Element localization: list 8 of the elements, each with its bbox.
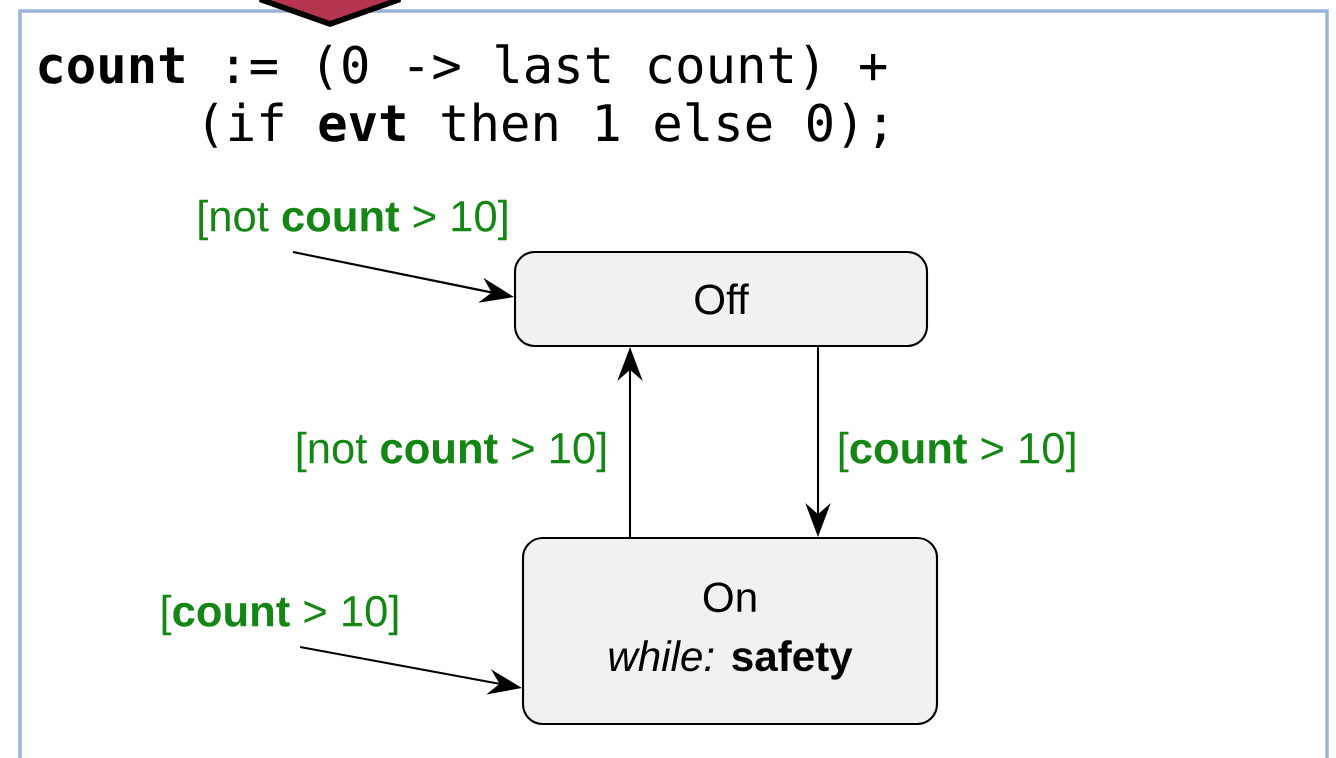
- guard-label: [count > 10]: [162, 594, 398, 636]
- guard-label: [count > 10]: [839, 431, 1075, 473]
- code-line: count := (0 -> last count) +: [39, 44, 887, 90]
- guard-label: [not count > 10]: [199, 199, 507, 241]
- code-line: (if evt then 1 else 0);: [205, 102, 885, 149]
- guard-label: [not count > 10]: [297, 431, 606, 473]
- state-box: Off: [513, 250, 929, 348]
- state-box: On while: safety: [521, 536, 939, 726]
